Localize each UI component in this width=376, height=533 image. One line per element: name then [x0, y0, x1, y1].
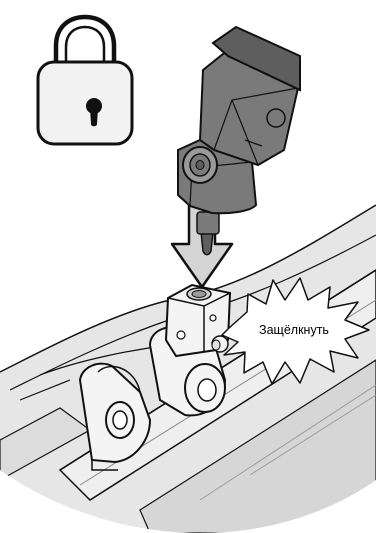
click-label: Защёлкнуть	[259, 323, 329, 337]
insert-tool	[178, 27, 300, 255]
padlock-icon	[38, 17, 132, 144]
